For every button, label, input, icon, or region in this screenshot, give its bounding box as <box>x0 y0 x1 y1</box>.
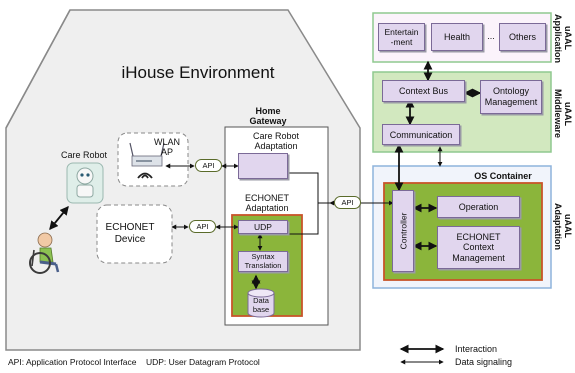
abbreviations-note: API: Application Protocol Interface UDP:… <box>8 357 260 367</box>
legend-interaction-label: Interaction <box>455 344 498 354</box>
operation-module: Operation <box>437 196 520 218</box>
context-bus-module: Context Bus <box>382 80 465 102</box>
controller-module: Controller <box>392 190 414 272</box>
ontology-management-module: Ontology Management <box>480 80 542 114</box>
app-others: Others <box>499 23 546 51</box>
echonet-device-box <box>96 204 173 264</box>
app-health: Health <box>431 23 483 51</box>
elderly-person-wheelchair-icon <box>29 232 60 274</box>
care-robot-label: Care Robot <box>60 150 108 160</box>
uaal-adaptation-layer-label: uAAL Adaptation <box>553 202 573 250</box>
home-gateway-title: Home Gateway <box>249 106 287 126</box>
house-roof-line <box>5 9 71 129</box>
controller-label: Controller <box>398 212 409 250</box>
uaal-middleware-layer-label: uAAL Middleware <box>553 89 573 139</box>
data-signaling-arrows <box>165 146 444 365</box>
router-icon <box>129 142 165 179</box>
interaction-arrows <box>49 60 482 354</box>
database-label: Data base <box>252 296 270 314</box>
uaal-application-layer-label: uAAL Application <box>553 13 573 63</box>
house-title: iHouse Environment <box>121 63 275 82</box>
echonet-device-label: ECHONET Device <box>105 222 155 245</box>
udp-module: UDP <box>238 220 288 234</box>
wlan-ap-label: WLAN AP <box>153 137 180 157</box>
api-badge-wlan: API <box>195 159 222 172</box>
care-robot-adaptation-label: Care Robot Adaptation <box>252 131 300 151</box>
care-robot-icon <box>66 162 104 204</box>
communication-module: Communication <box>382 124 460 145</box>
api-badge-gateway: API <box>334 196 361 209</box>
echonet-context-management-module: ECHONET Context Management <box>437 226 520 269</box>
os-container-label: OS Container <box>474 171 532 181</box>
robot-user-interaction <box>49 205 69 231</box>
api-badge-echonet: API <box>189 220 216 233</box>
database-icon <box>247 288 275 318</box>
care-robot-adaptation-module <box>238 153 288 179</box>
app-ellipsis: ... <box>487 31 495 41</box>
legend-data-signaling-label: Data signaling <box>455 357 513 367</box>
syntax-translation-module: Syntax Translation <box>238 251 288 272</box>
app-entertainment: Entertain -ment <box>378 23 425 51</box>
echonet-adaptation-label: ECHONET Adaptation <box>244 193 289 213</box>
